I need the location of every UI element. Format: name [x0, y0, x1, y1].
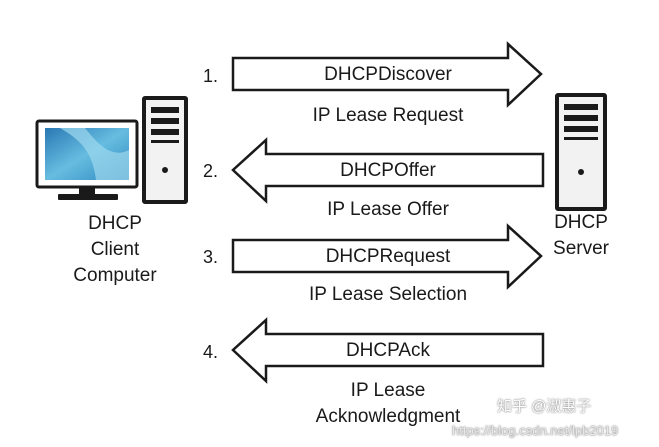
- client-label-line-1: DHCP: [88, 213, 142, 234]
- step-1-number: 1.: [203, 66, 219, 86]
- step-2-caption: IP Lease Offer: [327, 199, 449, 220]
- arrow-3-request: [231, 223, 543, 290]
- client-monitor-icon: [35, 119, 139, 200]
- server-label-line-2: Server: [553, 238, 609, 260]
- server-label-line-1: DHCP: [554, 212, 608, 233]
- step-4-caption-line-2: Acknowledgment: [315, 406, 461, 427]
- arrow-2-offer: [231, 137, 545, 204]
- client-label: DHCP Client Computer: [40, 211, 190, 290]
- client-label-line-2: Client: [90, 239, 140, 261]
- step-3-message: DHCPRequest: [325, 246, 451, 267]
- step-2-number: 2.: [203, 161, 219, 181]
- step-2-message: DHCPOffer: [340, 160, 436, 181]
- watermark-url: https://blog.csdn.net/lpb2019: [452, 423, 619, 438]
- client-tower-icon: [142, 96, 188, 204]
- server-tower-icon: [555, 93, 607, 211]
- step-3-number: 3.: [203, 247, 219, 267]
- client-label-line-3: Computer: [73, 265, 157, 287]
- step-3-caption: IP Lease Selection: [308, 284, 468, 305]
- arrow-4-ack: [231, 317, 545, 384]
- watermark-author: 知乎 @淑惠子: [497, 398, 592, 415]
- step-4-number: 4.: [203, 342, 219, 362]
- server-label: DHCP Server: [536, 210, 626, 262]
- arrow-1-discover: [231, 41, 543, 108]
- step-4-message: DHCPAck: [345, 340, 431, 361]
- step-1-caption: IP Lease Request: [312, 105, 464, 126]
- step-1-message: DHCPDiscover: [324, 64, 452, 85]
- step-4-caption-line-1: IP Lease: [350, 380, 426, 401]
